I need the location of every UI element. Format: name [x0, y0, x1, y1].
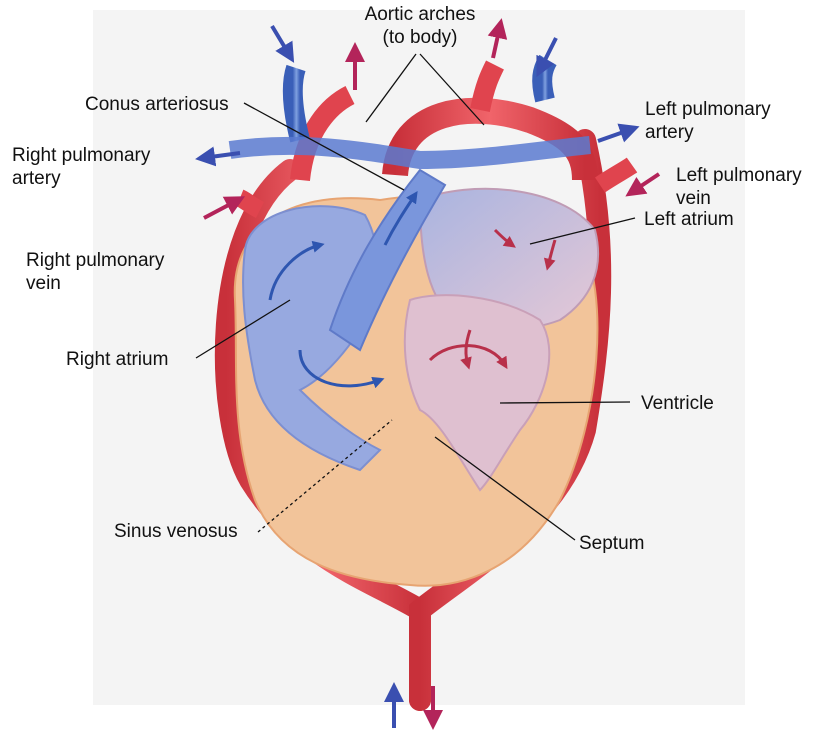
- label-left-pulmonary-artery: Left pulmonary artery: [645, 98, 771, 144]
- label-aortic-arches: Aortic arches (to body): [345, 3, 495, 49]
- label-right-pulmonary-artery-line2: artery: [12, 167, 150, 190]
- label-left-atrium: Left atrium: [644, 208, 734, 231]
- label-left-pulmonary-vein-line1: Left pulmonary: [676, 164, 802, 187]
- label-sinus-venosus: Sinus venosus: [114, 520, 238, 543]
- label-left-pulmonary-artery-line1: Left pulmonary: [645, 98, 771, 121]
- label-aortic-arches-line1: Aortic arches: [345, 3, 495, 26]
- label-left-pulmonary-vein: Left pulmonary vein: [676, 164, 802, 210]
- label-right-pulmonary-vein: Right pulmonary vein: [26, 249, 164, 295]
- right-vena-cava: [293, 68, 300, 140]
- label-left-pulmonary-vein-line2: vein: [676, 187, 802, 210]
- label-right-pulmonary-vein-line1: Right pulmonary: [26, 249, 164, 272]
- label-right-pulmonary-artery-line1: Right pulmonary: [12, 144, 150, 167]
- label-left-pulmonary-artery-line2: artery: [645, 121, 771, 144]
- label-septum: Septum: [579, 532, 644, 555]
- label-right-atrium: Right atrium: [66, 348, 168, 371]
- label-right-pulmonary-vein-line2: vein: [26, 272, 164, 295]
- right-pulmonary-vein-vessel: [240, 198, 260, 210]
- label-aortic-arches-line2: (to body): [345, 26, 495, 49]
- label-right-pulmonary-artery: Right pulmonary artery: [12, 144, 150, 190]
- label-ventricle: Ventricle: [641, 392, 714, 415]
- label-conus-arteriosus: Conus arteriosus: [85, 93, 229, 116]
